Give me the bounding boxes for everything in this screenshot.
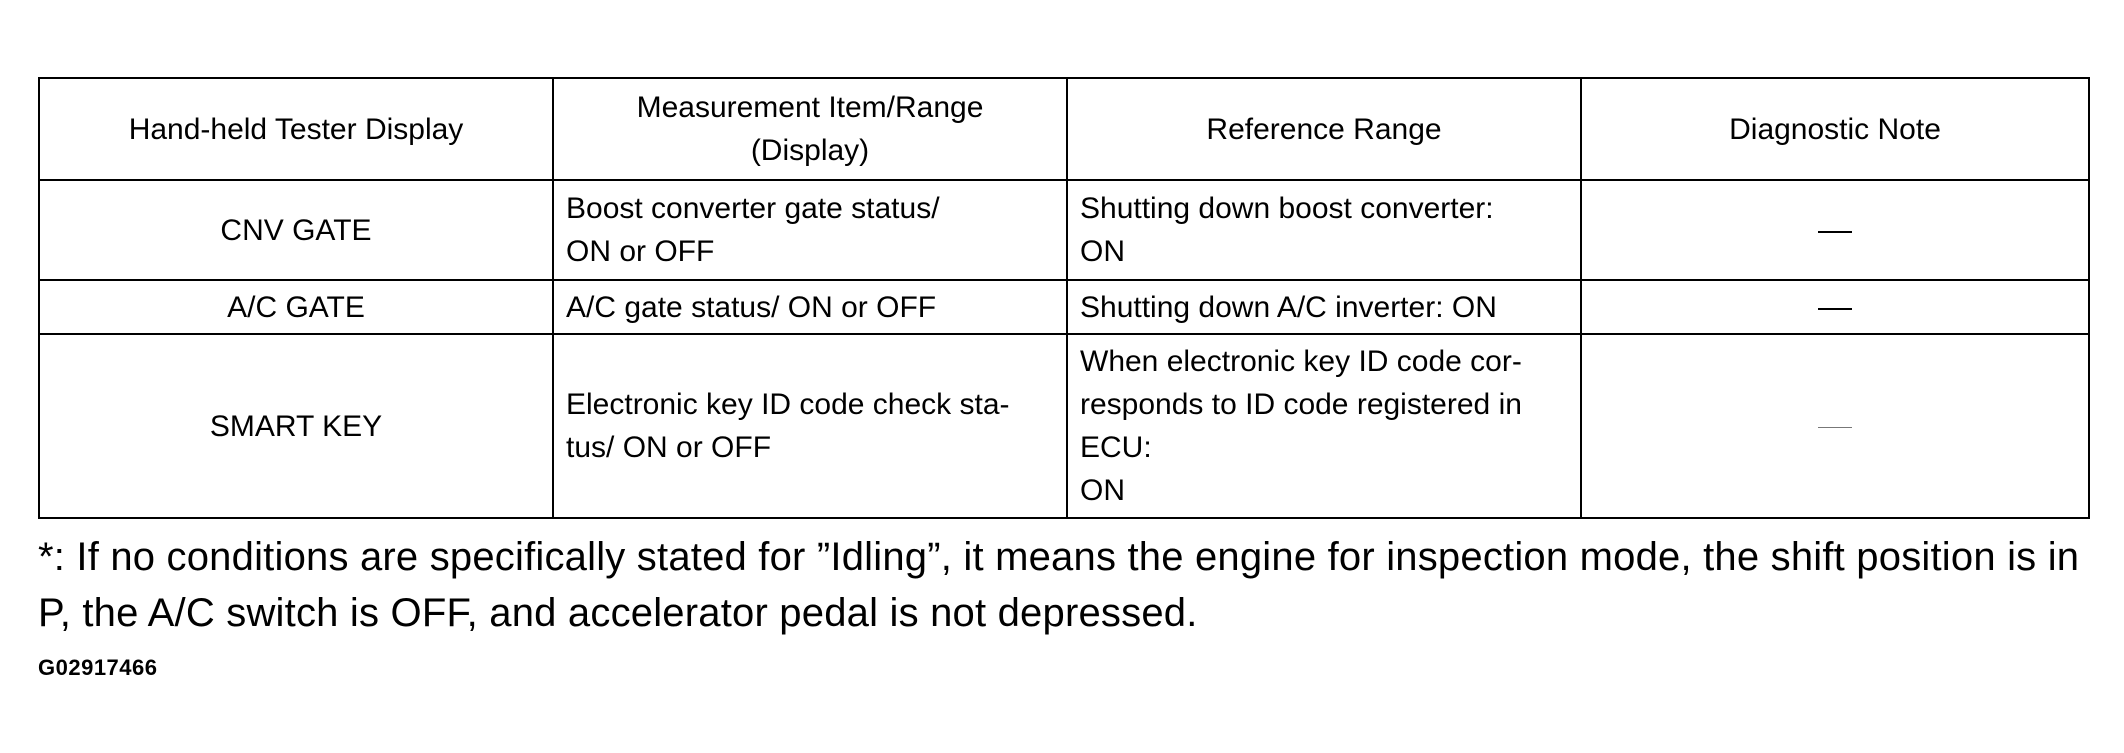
header-measurement-item: Measurement Item/Range (Display) xyxy=(552,77,1068,181)
cell-note: — xyxy=(1580,279,2090,335)
table-row: SMART KEY Electronic key ID code check s… xyxy=(38,333,2090,519)
cell-display: A/C GATE xyxy=(38,279,554,335)
table-row: CNV GATE Boost converter gate status/ ON… xyxy=(38,179,2090,281)
tester-data-table: Hand-held Tester Display Measurement Ite… xyxy=(38,77,2090,519)
header-diagnostic-note: Diagnostic Note xyxy=(1580,77,2090,181)
dash-mark xyxy=(1818,307,1852,310)
cell-display: SMART KEY xyxy=(38,333,554,519)
cell-reference: Shutting down boost converter: ON xyxy=(1066,179,1582,281)
header-reference-range: Reference Range xyxy=(1066,77,1582,181)
cell-note: — xyxy=(1580,179,2090,281)
cell-reference: Shutting down A/C inverter: ON xyxy=(1066,279,1582,335)
cell-reference: When electronic key ID code cor- respond… xyxy=(1066,333,1582,519)
cell-note: — xyxy=(1580,333,2090,519)
dash-mark xyxy=(1818,427,1852,429)
cell-display: CNV GATE xyxy=(38,179,554,281)
header-tester-display: Hand-held Tester Display xyxy=(38,77,554,181)
dash-mark xyxy=(1818,230,1852,233)
cell-measurement: Boost converter gate status/ ON or OFF xyxy=(552,179,1068,281)
table-header-row: Hand-held Tester Display Measurement Ite… xyxy=(38,77,2090,181)
footnote-text: *: If no conditions are specifically sta… xyxy=(38,535,2080,635)
cell-measurement: A/C gate status/ ON or OFF xyxy=(552,279,1068,335)
figure-code: G02917466 xyxy=(38,655,158,680)
cell-measurement: Electronic key ID code check sta- tus/ O… xyxy=(552,333,1068,519)
table-row: A/C GATE A/C gate status/ ON or OFF Shut… xyxy=(38,279,2090,335)
